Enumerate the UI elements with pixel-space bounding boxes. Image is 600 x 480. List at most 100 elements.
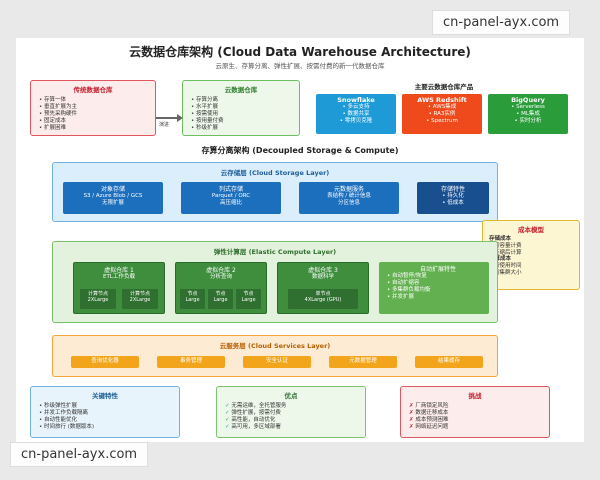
- list-item: 秒级弹性扩展: [39, 403, 173, 410]
- list-item: 水平扩展: [191, 104, 293, 111]
- service-security: 安全认证: [243, 356, 311, 368]
- warehouse-title: 虚拟仓库 2: [206, 267, 236, 274]
- list-item: 按用量付费: [191, 118, 293, 125]
- storage-tile-features: 存储特性 • 持久化 • 低成本: [417, 182, 489, 214]
- tile-line: 高压缩比: [219, 200, 242, 206]
- list-item: 存算一体: [39, 97, 149, 104]
- list-item: 按需使用: [191, 111, 293, 118]
- service-metadata: 元数据管理: [329, 356, 397, 368]
- key-features-list: 秒级弹性扩展 并发工作负载隔离 自动性能优化 时间旅行 (数据版本): [31, 400, 179, 431]
- list-item: 扩展困难: [39, 125, 149, 132]
- service-query-optimizer: 查询优化器: [71, 356, 139, 368]
- traditional-dw-list: 存算一体 垂直扩展为主 预先采购硬件 固定成本 扩展困难: [31, 94, 155, 132]
- product-aws-redshift: AWS Redshift • AWS集成 • RA3实例 • Spectrum: [402, 94, 482, 134]
- list-item: • 按容量计费: [489, 242, 522, 249]
- cost-model-title: 成本模型: [518, 226, 544, 234]
- product-feature: • 数据共享: [342, 111, 370, 117]
- list-item: 并发工作负载隔离: [39, 410, 173, 417]
- warehouse-title: 虚拟仓库 3: [308, 267, 338, 274]
- watermark-top: cn-panel-ayx.com: [432, 10, 571, 35]
- traditional-dw-title: 传统数据仓库: [73, 86, 113, 94]
- product-name: Snowflake: [337, 96, 375, 104]
- list-item: • 按集群大小: [489, 269, 522, 276]
- list-item: 时间旅行 (数据版本): [39, 424, 173, 431]
- challenges-title: 挑战: [468, 392, 482, 400]
- list-item: • 并发扩展: [387, 294, 415, 300]
- tile-line: Parquet / ORC: [211, 193, 251, 199]
- list-item: 高性能，自动优化: [225, 417, 359, 424]
- list-item: 高可用，多区域部署: [225, 424, 359, 431]
- list-item: 弹性扩展，按需付费: [225, 410, 359, 417]
- product-name: AWS Redshift: [417, 96, 467, 104]
- warehouse-sub: 分析查询: [209, 274, 232, 280]
- key-features-title: 关键特性: [92, 392, 118, 400]
- traditional-dw-box: 传统数据仓库 存算一体 垂直扩展为主 预先采购硬件 固定成本 扩展困难: [30, 80, 156, 136]
- compute-layer: 弹性计算层 (Elastic Compute Layer) 虚拟仓库 1 ETL…: [52, 241, 498, 323]
- warehouse-sub: 数据科学: [311, 274, 334, 280]
- list-item: • 自动扩缩容: [387, 280, 420, 286]
- cost-model-box: 成本模型 存储成本 • 按容量计费 • 压缩后计算 计算成本 • 按使用时间 •…: [482, 220, 580, 290]
- list-item: 厂商锁定风险: [409, 403, 543, 410]
- product-feature: • 多云支持: [342, 104, 370, 110]
- product-feature: • Spectrum: [426, 118, 458, 124]
- product-name: BigQuery: [511, 96, 545, 104]
- tile-line: S3 / Azure Blob / GCS: [83, 193, 143, 199]
- product-bigquery: BigQuery • Serverless • ML集成 • 实时分析: [488, 94, 568, 134]
- list-item: • 按使用时间: [489, 263, 522, 270]
- list-item: 数据迁移成本: [409, 410, 543, 417]
- migration-arrow: [156, 117, 180, 119]
- storage-layer-title: 云存储层 (Cloud Storage Layer): [220, 169, 330, 177]
- autoscale-features: 自动扩展特性 • 自动暂停/恢复 • 自动扩缩容 • 多集群负载均衡 • 并发扩…: [379, 262, 489, 314]
- diagram-subtitle: 云原生、存算分离、弹性扩展、按需付费的新一代数据仓库: [215, 62, 385, 70]
- tile-title: 存储特性: [440, 186, 465, 193]
- product-feature: • 实时分析: [514, 118, 542, 124]
- storage-tile-columnar: 列式存储 Parquet / ORC 高压缩比: [181, 182, 281, 214]
- product-feature: • 零拷贝克隆: [339, 118, 373, 124]
- product-feature: • ML集成: [516, 111, 540, 117]
- diagram-title: 云数据仓库架构 (Cloud Data Warehouse Architectu…: [129, 45, 471, 59]
- list-item: 网络延迟问题: [409, 424, 543, 431]
- list-item: 无需运维，全托管服务: [225, 403, 359, 410]
- storage-cost-title: 存储成本: [489, 236, 512, 242]
- compute-layer-title: 弹性计算层 (Elastic Compute Layer): [213, 248, 337, 256]
- list-item: 预先采购硬件: [39, 111, 149, 118]
- storage-layer: 云存储层 (Cloud Storage Layer) 对象存储 S3 / Azu…: [52, 162, 498, 222]
- arrow-head-icon: [177, 114, 183, 122]
- challenges-list: 厂商锁定风险 数据迁移成本 成本预测困难 网络延迟问题: [401, 400, 549, 431]
- list-item: • 多集群负载均衡: [387, 287, 431, 293]
- tile-line: • 低成本: [442, 200, 464, 206]
- tile-line: 分区信息: [337, 200, 360, 206]
- list-item: 固定成本: [39, 118, 149, 125]
- tile-title: 列式存储: [218, 186, 243, 193]
- advantages-box: 优点 无需运维，全托管服务 弹性扩展，按需付费 高性能，自动优化 高可用，多区域…: [216, 386, 366, 438]
- list-item: • 自动暂停/恢复: [387, 273, 427, 279]
- cloud-dw-list: 存算分离 水平扩展 按需使用 按用量付费 秒级扩展: [183, 94, 299, 132]
- challenges-box: 挑战 厂商锁定风险 数据迁移成本 成本预测困难 网络延迟问题: [400, 386, 550, 438]
- list-item: 垂直扩展为主: [39, 104, 149, 111]
- product-feature: • Serverless: [511, 104, 545, 110]
- service-transaction: 事务管理: [157, 356, 225, 368]
- watermark-bottom: cn-panel-ayx.com: [10, 442, 149, 467]
- cloud-dw-box: 云数据仓库 存算分离 水平扩展 按需使用 按用量付费 秒级扩展: [182, 80, 300, 136]
- key-features-box: 关键特性 秒级弹性扩展 并发工作负载隔离 自动性能优化 时间旅行 (数据版本): [30, 386, 180, 438]
- list-item: 秒级扩展: [191, 125, 293, 132]
- autoscale-title: 自动扩展特性: [419, 266, 456, 273]
- decoupled-section-title: 存算分离架构 (Decoupled Storage & Compute): [201, 146, 399, 155]
- compute-cost-title: 计算成本: [489, 256, 512, 263]
- storage-tile-object: 对象存储 S3 / Azure Blob / GCS 无限扩展: [63, 182, 163, 214]
- storage-tile-metadata: 元数据服务 表结构 / 统计信息 分区信息: [299, 182, 399, 214]
- service-result-cache: 结果缓存: [415, 356, 483, 368]
- advantages-list: 无需运维，全托管服务 弹性扩展，按需付费 高性能，自动优化 高可用，多区域部署: [217, 400, 365, 431]
- tile-line: 无限扩展: [101, 200, 124, 206]
- diagram-canvas: 云数据仓库架构 (Cloud Data Warehouse Architectu…: [16, 38, 584, 442]
- services-layer: 云服务层 (Cloud Services Layer) 查询优化器 事务管理 安…: [52, 335, 498, 377]
- services-layer-title: 云服务层 (Cloud Services Layer): [219, 342, 331, 350]
- migration-label: 演进: [159, 122, 170, 128]
